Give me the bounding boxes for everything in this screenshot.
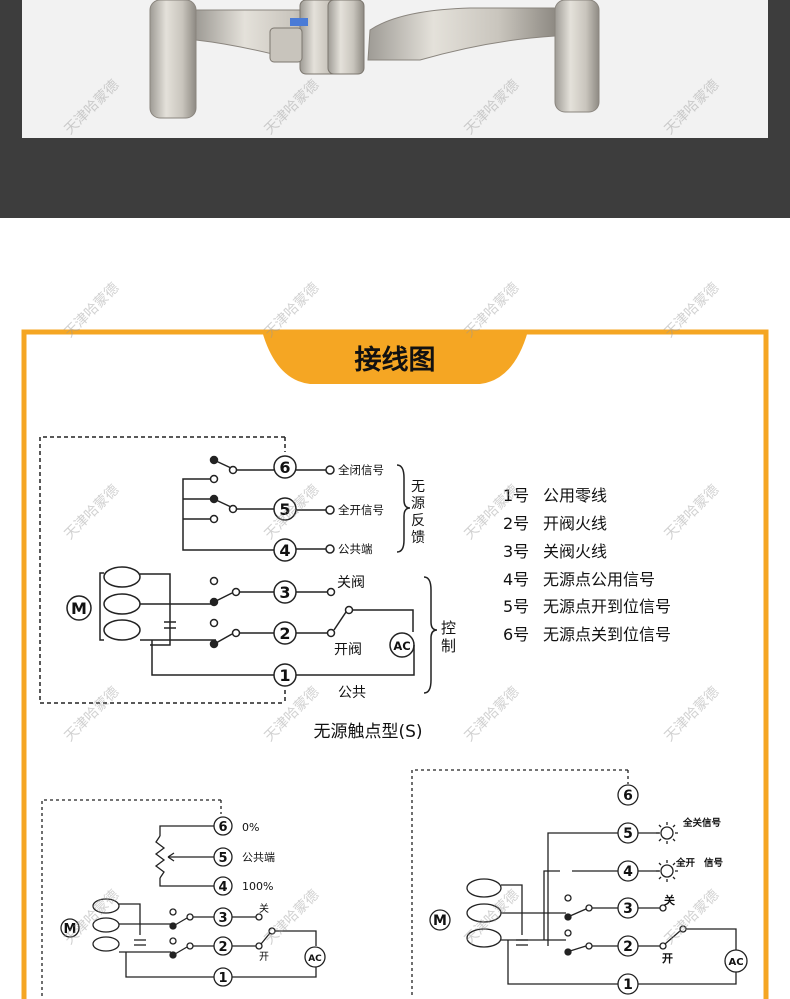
lamp-open-label-a: 全开 (675, 857, 696, 869)
pot-common-label: 公共端 (242, 851, 275, 864)
pot-zero-label: 0% (242, 821, 259, 834)
diagram-l-labels: 6 5 4 3 2 1 全关信号 全开 信号 关 开 M AC (433, 788, 744, 993)
legend-desc-2: 开阀火线 (543, 514, 607, 533)
terminal-legend: 1号 公用零线 2号 开阀火线 3号 关阀火线 4号 无源点公用信号 5号 无源… (503, 486, 671, 644)
feedback-group-char-1: 无 (411, 479, 425, 495)
terminal-4-label: 4 (623, 864, 633, 880)
lamp-close-signal-label: 全关信号 (682, 817, 722, 829)
ac-label: AC (393, 639, 410, 653)
legend-num-5: 5号 (503, 597, 529, 616)
terminal-1-label: 1 (623, 977, 633, 993)
terminal-2-label: 2 (279, 624, 290, 643)
diagram-passive-contact (39, 436, 438, 704)
terminal-3-label: 3 (279, 583, 290, 602)
legend-num-1: 1号 (503, 486, 529, 505)
motor-label: M (64, 922, 77, 937)
motor-label: M (71, 599, 87, 618)
signal-common: 公共端 (338, 542, 373, 556)
lamp-close (660, 826, 674, 840)
terminal-2-label: 2 (218, 940, 227, 955)
feedback-group-char-4: 馈 (411, 530, 425, 546)
legend-desc-3: 关阀火线 (543, 542, 607, 561)
signal-full-closed: 全闭信号 (338, 463, 384, 477)
control-group-char-2: 制 (441, 637, 456, 655)
terminal-6-label: 6 (623, 788, 633, 804)
wiring-frame: 接线图 (21, 329, 769, 999)
lamp-open-label-b: 信号 (704, 857, 724, 869)
enclosure-dashed (39, 436, 285, 704)
close-valve-label: 关阀 (337, 575, 365, 591)
feedback-group-char-2: 源 (411, 496, 425, 512)
open-label: 开 (259, 952, 269, 963)
ac-label: AC (308, 954, 322, 964)
close-label: 关 (259, 902, 269, 915)
diagram-r-labels: 6 5 4 3 2 1 0% 公共端 100% 关 开 M AC (64, 820, 323, 986)
close-label: 关 (664, 893, 675, 907)
open-label: 开 (662, 952, 673, 965)
valve-photo (149, 0, 600, 119)
terminal-1-label: 1 (218, 971, 227, 986)
motor-symbol (66, 595, 92, 621)
legend-desc-4: 无源点公用信号 (543, 570, 655, 589)
terminal-1-label: 1 (279, 666, 290, 685)
feedback-group-char-3: 反 (411, 513, 425, 529)
signal-full-open: 全开信号 (338, 503, 384, 517)
legend-num-6: 6号 (503, 625, 529, 644)
motor-label: M (433, 913, 447, 929)
legend-num-4: 4号 (503, 570, 529, 589)
terminal-5-label: 5 (279, 500, 290, 519)
ac-label: AC (728, 957, 743, 968)
diagram-s-labels: 6 5 4 3 2 1 全闭信号 全开信号 公共端 无 源 反 馈 关阀 开阀 … (71, 458, 456, 742)
diagram-lamp-signal (411, 769, 748, 996)
control-group-char-1: 控 (441, 619, 456, 637)
product-photo-band (0, 0, 790, 218)
terminal-4-label: 4 (279, 541, 290, 560)
terminal-6-label: 6 (279, 458, 290, 477)
legend-desc-1: 公用零线 (543, 486, 607, 505)
legend-desc-5: 无源点开到位信号 (543, 597, 671, 616)
pot-full-label: 100% (242, 880, 273, 893)
open-valve-label: 开阀 (334, 642, 362, 658)
motor-coils (99, 566, 141, 641)
legend-num-3: 3号 (503, 542, 529, 561)
terminal-2-label: 2 (623, 939, 633, 955)
terminal-4-label: 4 (218, 880, 227, 895)
diagram-potentiometer (41, 799, 326, 996)
terminal-5-label: 5 (623, 826, 633, 842)
legend-desc-6: 无源点关到位信号 (543, 625, 671, 644)
diagram-s-caption: 无源触点型(S) (313, 722, 422, 742)
terminal-3-label: 3 (218, 911, 227, 926)
terminal-5-label: 5 (218, 851, 227, 866)
terminal-3-label: 3 (623, 901, 633, 917)
lamp-open (660, 864, 674, 878)
legend-num-2: 2号 (503, 514, 529, 533)
terminal-6-label: 6 (218, 820, 227, 835)
common-label: 公共 (338, 685, 366, 701)
banner-title: 接线图 (355, 345, 436, 376)
